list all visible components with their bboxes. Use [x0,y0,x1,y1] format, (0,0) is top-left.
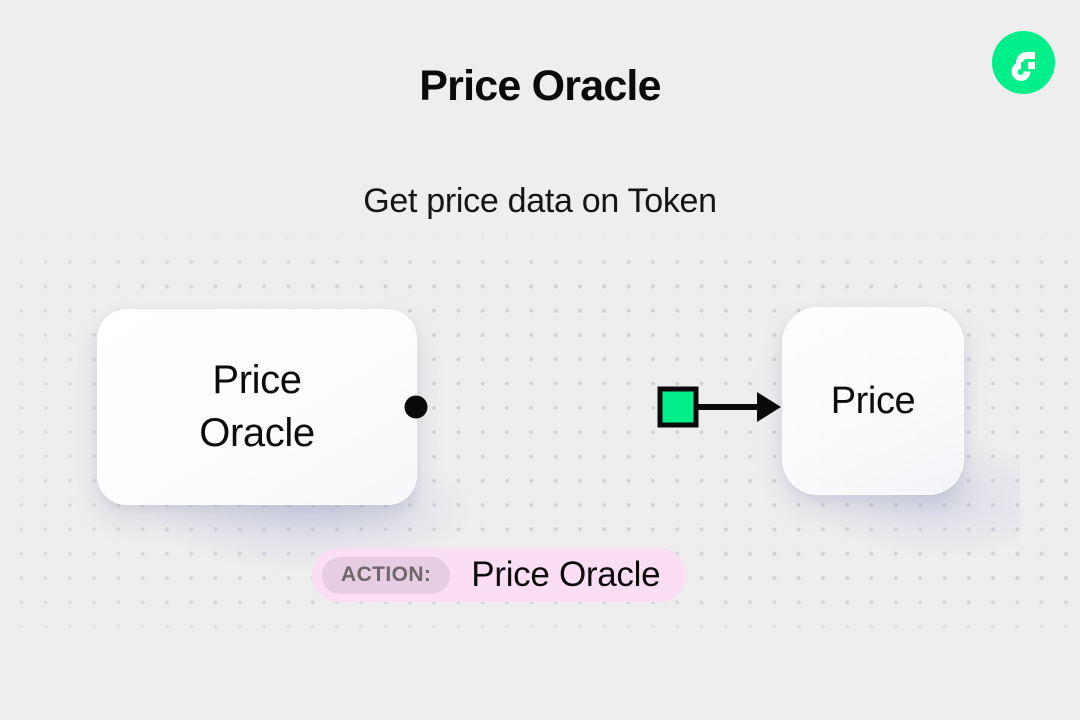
page-subtitle: Get price data on Token [363,182,717,220]
node-price-oracle[interactable]: Price Oracle [97,309,417,505]
action-tag-label: ACTION: [322,556,451,594]
action-bar[interactable]: ACTION: Price Oracle [312,548,687,602]
edge-arrowhead-icon [757,392,781,422]
node-price-label: Price [830,379,916,422]
page-title: Price Oracle [419,62,661,110]
action-name-label: Price Oracle [471,555,661,594]
node-price-oracle-label: Price Oracle [199,357,315,455]
edge-midpoint-marker[interactable] [657,386,699,428]
flow-logo [992,31,1055,94]
flow-logo-icon [1011,51,1035,81]
node-price[interactable]: Price [782,307,964,495]
